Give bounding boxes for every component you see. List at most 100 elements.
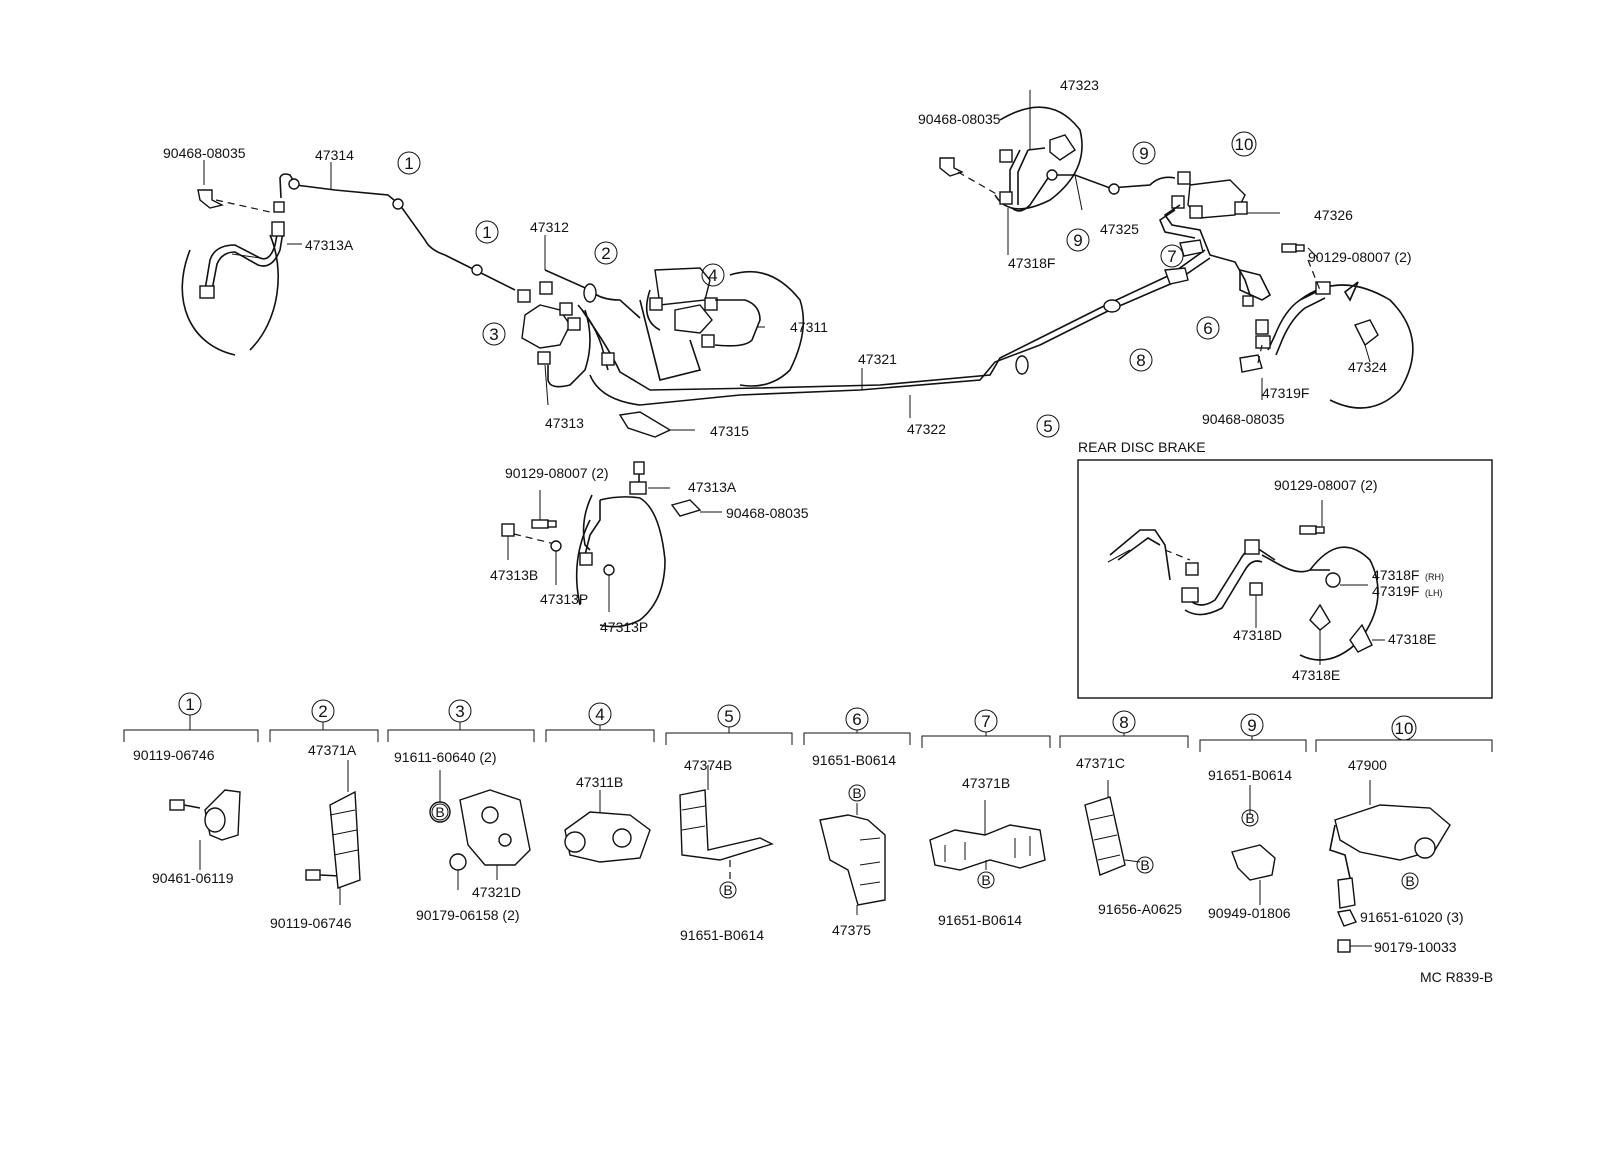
group-brackets xyxy=(123,715,1493,752)
wheel-cylinder-47324 xyxy=(1354,319,1379,347)
label-47313A-b: 47313A xyxy=(688,479,737,495)
group-6-number: 6 xyxy=(852,710,861,729)
label-g10-p3: 90179-10033 xyxy=(1374,939,1457,955)
bolt-90129-a xyxy=(531,519,549,529)
clamp-8 xyxy=(1103,299,1121,313)
clip-90468-c xyxy=(939,157,964,177)
b-marker-6: B xyxy=(852,785,861,801)
label-g1-p3: 90119-06746 xyxy=(270,915,352,931)
rear-upper-brake-assembly xyxy=(939,90,1280,296)
label-47319F: 47319F xyxy=(1262,385,1309,401)
clamp-2 xyxy=(583,283,597,303)
label-47312: 47312 xyxy=(530,219,569,235)
hose-end-fitting xyxy=(199,285,215,299)
label-90129-08007-b: 90129-08007 (2) xyxy=(1308,249,1412,265)
label-g3-p2: 47321D xyxy=(472,884,521,900)
group-9-number: 9 xyxy=(1247,716,1256,735)
label-47318E-a: 47318E xyxy=(1388,631,1436,647)
group-6-bracket xyxy=(819,803,886,915)
label-47318F-rh: 47318F xyxy=(1372,567,1419,583)
label-47314: 47314 xyxy=(315,147,354,163)
callout-9-a: 9 xyxy=(1139,144,1148,163)
pad-47318E-b xyxy=(1349,623,1373,653)
group-2-number: 2 xyxy=(318,702,327,721)
callout-5: 5 xyxy=(1043,417,1052,436)
group-4-number: 4 xyxy=(595,705,604,724)
label-g8-p2: 91656-A0625 xyxy=(1098,901,1182,917)
group-9-clip xyxy=(1231,785,1276,905)
callout-4: 4 xyxy=(708,266,717,285)
inset-title: REAR DISC BRAKE xyxy=(1078,439,1206,455)
callout-9-b: 9 xyxy=(1073,231,1082,250)
bolt-90129-c xyxy=(1299,525,1317,535)
valve-and-master-cylinder-assembly xyxy=(517,235,1211,438)
callout-7: 7 xyxy=(1167,247,1176,266)
callout-2: 2 xyxy=(601,244,610,263)
label-47313: 47313 xyxy=(545,415,584,431)
label-47318D: 47318D xyxy=(1233,627,1282,643)
inset-frame xyxy=(1077,459,1493,699)
proportioning-valve xyxy=(521,304,571,349)
label-g3-p1: 91611-60640 (2) xyxy=(394,749,496,765)
bracket-47315 xyxy=(618,411,672,438)
group-3-bracket xyxy=(429,770,531,890)
label-rh: (RH) xyxy=(1425,572,1444,582)
label-47325: 47325 xyxy=(1100,221,1139,237)
group-4-clip xyxy=(564,790,651,863)
b-marker-3: B xyxy=(435,804,444,820)
reference-code: MC R839-B xyxy=(1420,969,1493,985)
clamp-5 xyxy=(1015,355,1029,375)
label-47322: 47322 xyxy=(907,421,946,437)
label-g3-p3: 90179-06158 (2) xyxy=(416,907,520,923)
label-47313P-a: 47313P xyxy=(540,591,588,607)
bolt-90129-b xyxy=(1281,243,1297,253)
callout-6: 6 xyxy=(1203,319,1212,338)
label-47311: 47311 xyxy=(790,319,828,335)
label-g6-p1: 91651-B0614 xyxy=(812,752,896,768)
callout-1-a: 1 xyxy=(404,154,413,173)
group-10-junction xyxy=(1329,780,1451,953)
label-lh: (LH) xyxy=(1425,588,1443,598)
brake-booster-outline xyxy=(729,270,805,387)
label-47318F: 47318F xyxy=(1008,255,1055,271)
label-g7-p1: 47371B xyxy=(962,775,1010,791)
cap-47313P-a xyxy=(550,540,562,552)
label-g1-p2: 90461-06119 xyxy=(152,870,234,886)
label-g9-p1: 91651-B0614 xyxy=(1208,767,1292,783)
group-3-number: 3 xyxy=(455,702,464,721)
label-90468-08035-b: 90468-08035 xyxy=(726,505,809,521)
label-90468-08035-c: 90468-08035 xyxy=(918,111,1001,127)
front-right-brake-assembly xyxy=(501,461,722,628)
group-1-number: 1 xyxy=(185,695,194,714)
b-marker-7: B xyxy=(981,872,990,888)
label-47313B: 47313B xyxy=(490,567,538,583)
rear-disc-brake-inset xyxy=(1077,459,1493,699)
pad-47318E-a xyxy=(1309,603,1331,631)
group-7-clamp xyxy=(929,800,1046,871)
group-1-clamp xyxy=(169,789,341,905)
label-g1-p1: 90119-06746 xyxy=(133,747,215,763)
bleeder-47318D xyxy=(1249,582,1263,596)
group-2-clamp xyxy=(329,760,361,889)
front-left-brake-assembly xyxy=(181,160,516,356)
b-marker-5: B xyxy=(723,882,732,898)
part-labels: 90468-08035 47314 47313A 47312 47311 473… xyxy=(133,77,1493,985)
callout-circles xyxy=(178,131,1417,741)
clamp-7 xyxy=(1179,239,1204,257)
label-g8-p1: 47371C xyxy=(1076,755,1125,771)
bolt-marker-letters: B B B B B B B xyxy=(435,785,1414,898)
hose-fitting xyxy=(271,221,285,237)
label-47315: 47315 xyxy=(710,423,749,439)
wheel-cylinder-47323 xyxy=(1049,134,1076,161)
group-5-number: 5 xyxy=(724,707,733,726)
label-47313P-b: 47313P xyxy=(600,619,648,635)
label-g10-p2: 91651-61020 (3) xyxy=(1360,909,1464,925)
clip-90468-d xyxy=(1239,354,1263,373)
label-47318E-b: 47318E xyxy=(1292,667,1340,683)
label-47324: 47324 xyxy=(1348,359,1387,375)
label-47321: 47321 xyxy=(858,351,897,367)
clip-90468-a xyxy=(197,189,225,209)
clamp-6 xyxy=(1164,267,1189,285)
